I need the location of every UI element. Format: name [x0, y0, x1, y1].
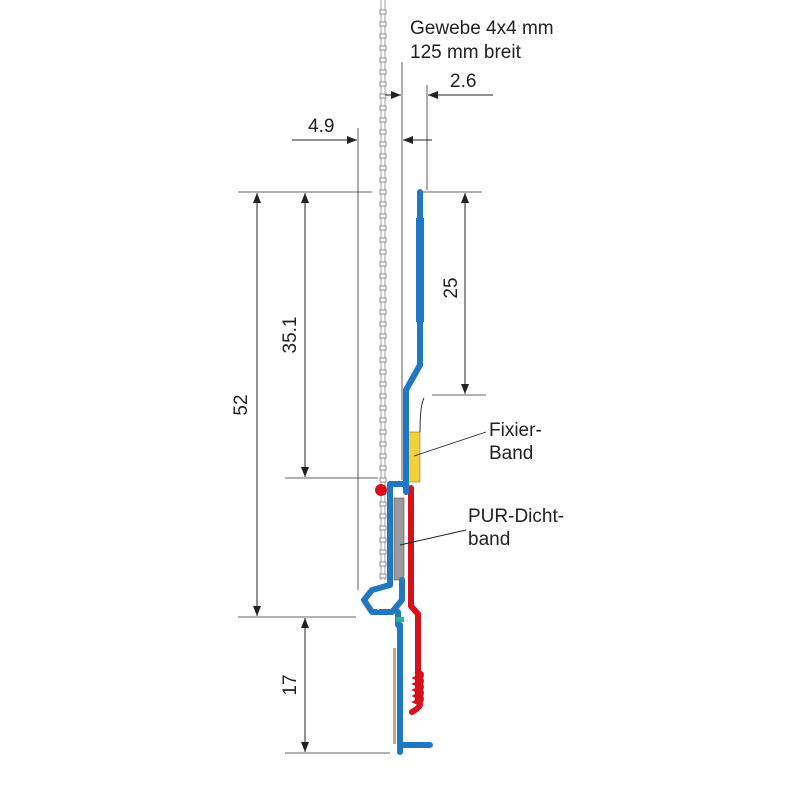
- mesh-label-line1: Gewebe 4x4 mm: [410, 18, 554, 39]
- mesh-node: [379, 537, 387, 543]
- mesh-node: [379, 513, 387, 519]
- dimension-17: 17: [280, 618, 309, 752]
- mesh-node: [379, 237, 387, 243]
- mesh-node: [379, 345, 387, 351]
- mesh-node: [379, 213, 387, 219]
- mesh-node: [379, 477, 387, 483]
- dimension-2-6: 2.6: [385, 71, 493, 99]
- dimension-4-9: 4.9: [292, 116, 432, 144]
- mesh-node: [379, 525, 387, 531]
- mesh-node: [379, 93, 387, 99]
- mesh-node: [379, 297, 387, 303]
- mesh-node: [379, 177, 387, 183]
- red-seal-lamellae: [409, 669, 424, 715]
- fixing-tape-label-line1: Fixier-: [489, 420, 542, 441]
- fixing-tape-label-line2: Band: [489, 443, 533, 464]
- mesh-node: [379, 225, 387, 231]
- mesh-node: [379, 501, 387, 507]
- red-bead: [375, 484, 387, 496]
- mesh-node: [379, 381, 387, 387]
- mesh-node: [379, 189, 387, 195]
- mesh-node: [379, 273, 387, 279]
- blue-profile: [361, 189, 433, 755]
- tan-strip: [393, 648, 396, 744]
- mesh-node: [379, 141, 387, 147]
- fixing-tape-liner: [419, 397, 425, 433]
- mesh-node: [379, 405, 387, 411]
- mesh-node: [379, 549, 387, 555]
- pur-tape-label-line2: band: [468, 529, 510, 550]
- dimension-52: 52: [231, 193, 261, 616]
- green-joint: [396, 617, 404, 622]
- mesh-node: [379, 69, 387, 75]
- dimension-label: 2.6: [450, 71, 476, 92]
- mesh-node: [379, 321, 387, 327]
- mesh-node: [379, 249, 387, 255]
- mesh-node: [379, 57, 387, 63]
- dimension-25: 25: [441, 193, 469, 394]
- pur-tape-leader: [399, 529, 467, 546]
- mesh-node: [379, 105, 387, 111]
- mesh-node: [379, 441, 387, 447]
- mesh-node: [379, 153, 387, 159]
- mesh-node: [379, 285, 387, 291]
- mesh-node: [379, 453, 387, 459]
- mesh-node: [379, 369, 387, 375]
- dimension-label: 25: [441, 277, 462, 298]
- mesh-node: [379, 9, 387, 15]
- dimension-label: 35.1: [280, 317, 301, 354]
- red-seal-profile: [408, 485, 421, 703]
- mesh-node: [379, 201, 387, 207]
- mesh-node: [379, 261, 387, 267]
- mesh-node: [379, 33, 387, 39]
- mesh-node: [379, 165, 387, 171]
- mesh-node: [379, 465, 387, 471]
- mesh-node: [379, 417, 387, 423]
- mesh-node: [379, 333, 387, 339]
- mesh-node: [379, 561, 387, 567]
- mesh-node: [379, 573, 387, 579]
- mesh-node: [379, 45, 387, 51]
- mesh-label-line2: 125 mm breit: [410, 42, 522, 63]
- dimension-35-1: 35.1: [280, 193, 309, 477]
- fixing-tape-leader: [413, 431, 487, 457]
- mesh-node: [379, 21, 387, 27]
- mesh-node: [379, 81, 387, 87]
- mesh-node: [379, 129, 387, 135]
- mesh-node: [379, 429, 387, 435]
- extension-lines: [238, 62, 486, 754]
- dimension-label: 52: [231, 394, 252, 415]
- mesh-node: [379, 117, 387, 123]
- dimension-label: 17: [280, 674, 301, 695]
- pur-tape-label-line1: PUR-Dicht-: [468, 506, 564, 527]
- pur-sealing-tape: [393, 497, 405, 581]
- mesh-fabric: [379, 0, 387, 580]
- dimension-label: 4.9: [308, 116, 334, 137]
- mesh-node: [379, 309, 387, 315]
- mesh-node: [379, 357, 387, 363]
- mesh-node: [379, 393, 387, 399]
